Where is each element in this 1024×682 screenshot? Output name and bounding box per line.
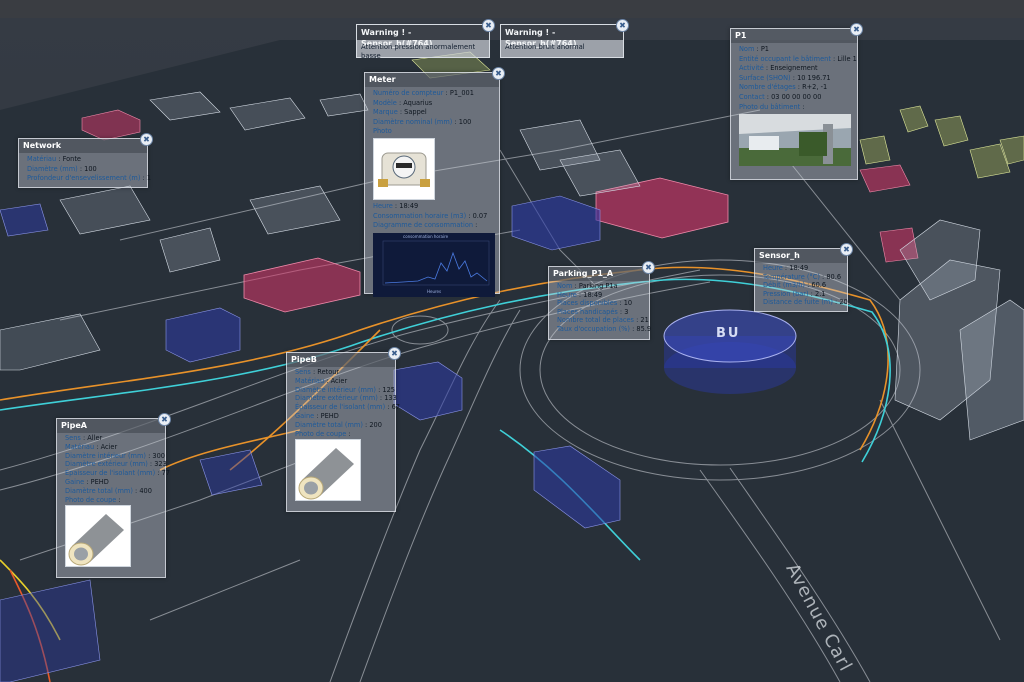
panel-title: Sensor_h: [755, 249, 847, 263]
info-row: Taux d'occupation (%) : 85.9: [557, 324, 652, 333]
close-icon[interactable]: ✖: [850, 23, 863, 36]
warning-message: Attention pression anormalement basse: [361, 43, 476, 60]
pipe-section-photo: [65, 505, 131, 568]
warning-popup-pressure[interactable]: Warning ! - Sensor_h(#764) Attention pre…: [356, 19, 495, 60]
warning-popup-noise[interactable]: Warning ! - Sensor_h(#764) Attention bru…: [500, 19, 629, 58]
parking-panel[interactable]: Parking_P1_A Nom : Parking P1a Heure : 1…: [548, 261, 655, 340]
info-row: Gaine : PEHD: [295, 411, 339, 420]
info-row: Matériau : Acier: [65, 442, 118, 451]
info-row: Heure : 18:49: [763, 264, 809, 272]
consumption-chart: consommation horaire Heures: [373, 232, 495, 297]
pipea-panel[interactable]: PipeA Sens : Aller Matériau : Acier Diam…: [56, 413, 171, 578]
info-row: Numéro de compteur : P1_001: [373, 89, 474, 97]
building-photo: [739, 114, 851, 167]
meter-panel[interactable]: Meter Numéro de compteur : P1_001 Modèle…: [364, 67, 505, 297]
close-icon[interactable]: ✖: [388, 347, 401, 360]
panel-title: PipeB: [287, 353, 395, 367]
info-row: Matériau : Fonte: [27, 155, 81, 163]
close-icon[interactable]: ✖: [492, 67, 505, 80]
info-row: Nom : Parking P1a: [557, 282, 618, 290]
info-row: Sens : Retour: [295, 368, 340, 376]
info-row: Places handicapés : 3: [557, 307, 629, 316]
info-row: Nombre d'étages : R+2, -1: [739, 83, 828, 92]
info-row: Matériau : Acier: [295, 376, 348, 385]
info-row: Photo de coupe :: [295, 429, 351, 438]
network-panel[interactable]: Network Matériau : Fonte Diamètre (mm) :…: [18, 133, 153, 188]
info-row: Marque : Sappel: [373, 108, 427, 117]
consumption-line: [384, 251, 488, 284]
close-icon[interactable]: ✖: [482, 19, 495, 32]
info-row: Débit (m3/h) : 60.6: [763, 281, 827, 290]
pipe-section-photo: [295, 439, 361, 502]
info-row: Heure : 18:49: [373, 201, 419, 210]
info-row: Diamètre total (mm) : 400: [65, 486, 152, 495]
p1-building-panel[interactable]: P1 Nom : P1 Entité occupant le bâtiment …: [730, 23, 863, 180]
info-row: Surface (SHON) : 10 196.71: [739, 73, 831, 82]
info-row: Places disponibles : 10: [557, 299, 633, 308]
close-icon[interactable]: ✖: [158, 413, 171, 426]
close-icon[interactable]: ✖: [616, 19, 629, 32]
panel-title: Meter: [365, 73, 499, 87]
info-row: Diamètre extérieur (mm) : 133: [295, 394, 397, 403]
close-icon[interactable]: ✖: [140, 133, 153, 146]
info-row: Modèle : Aquarius: [373, 98, 433, 107]
info-row: Photo de coupe :: [65, 495, 121, 504]
buildings: [0, 51, 1024, 682]
panel-title: Network: [19, 139, 147, 153]
pipeb-panel[interactable]: PipeB Sens : Retour Matériau : Acier Dia…: [286, 347, 401, 512]
info-row: Diamètre nominal (mm) : 100: [373, 117, 472, 126]
warning-title: Warning ! - Sensor_h(#764): [501, 25, 623, 48]
info-row: Heure : 18:49: [557, 290, 603, 299]
panel-title: Parking_P1_A: [549, 267, 649, 281]
chart-title: consommation horaire: [403, 233, 449, 239]
info-row: Nom : P1: [739, 45, 769, 53]
info-row: Température (°C) : 80.6: [763, 272, 842, 281]
warning-message: Attention bruit anormal: [505, 43, 585, 51]
info-row: Photo: [373, 127, 392, 136]
info-row: Distance de fuite (m) : 20: [763, 298, 848, 307]
info-row: Consommation horaire (m3) : 0.07: [373, 211, 488, 220]
bu-building[interactable]: [663, 309, 797, 394]
close-icon[interactable]: ✖: [840, 243, 853, 256]
panel-title: PipeA: [57, 419, 165, 433]
bu-label: BU: [716, 326, 741, 341]
info-row: Épaisseur de l'isolant (mm) : 77: [65, 469, 170, 478]
info-row: Diagramme de consommation :: [373, 221, 478, 230]
info-row: Épaisseur de l'isolant (mm) : 67: [295, 403, 400, 412]
info-row: Diamètre total (mm) : 200: [295, 420, 382, 429]
info-row: Sens : Aller: [65, 434, 103, 442]
warning-title: Warning ! - Sensor_h(#764): [357, 25, 489, 48]
info-row: Contact : 03 00 00 00 00: [739, 92, 822, 101]
info-row: Entité occupant le bâtiment : Lille 1: [739, 54, 857, 63]
info-row: Diamètre intérieur (mm) : 300: [65, 451, 165, 460]
info-row: Profondeur d'ensevelissement (m) : 1: [27, 174, 152, 183]
info-row: Diamètre extérieur (mm) : 323: [65, 460, 167, 469]
meter-photo: [373, 137, 435, 200]
chart-xlabel: Heures: [427, 288, 442, 294]
info-row: Diamètre intérieur (mm) : 125: [295, 385, 395, 394]
info-row: Activité : Enseignement: [739, 64, 818, 73]
info-row: Photo du bâtiment :: [739, 102, 805, 111]
sensor-panel[interactable]: Sensor_h Heure : 18:49 Température (°C) …: [754, 243, 853, 312]
info-row: Diamètre (mm) : 100: [27, 164, 97, 173]
ground-plane: [0, 40, 1024, 682]
info-row: Pression (bar) : 2.1: [763, 289, 826, 298]
info-row: Gaine : PEHD: [65, 477, 109, 486]
info-row: Nombre total de places : 21: [557, 316, 649, 325]
panel-title: P1: [731, 29, 857, 43]
close-icon[interactable]: ✖: [642, 261, 655, 274]
